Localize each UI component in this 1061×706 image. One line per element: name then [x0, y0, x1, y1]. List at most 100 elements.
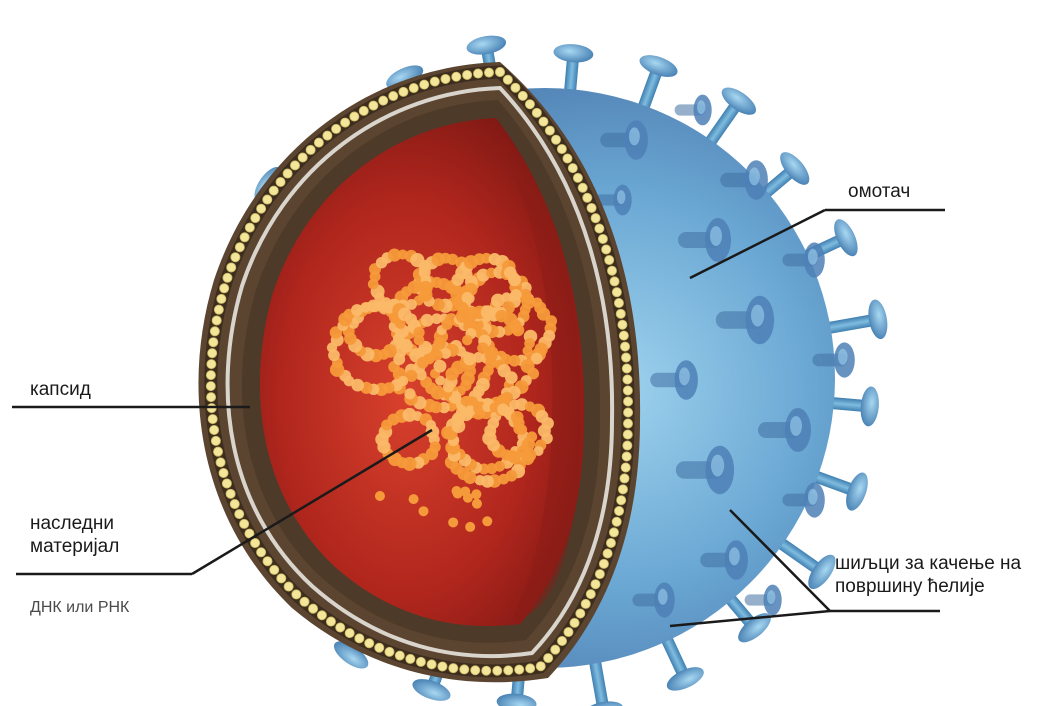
genome-bead	[526, 431, 537, 442]
capsid-bead	[616, 309, 625, 318]
capsid-bead	[209, 338, 218, 347]
label-nucleic-acid: ДНК или РНК	[30, 596, 129, 619]
capsid-bead	[583, 193, 592, 202]
capsid-bead	[570, 618, 579, 627]
capsid-bead	[619, 331, 628, 340]
capsid-bead	[359, 106, 368, 115]
capsid-bead	[365, 639, 374, 648]
capsid-bead	[452, 72, 461, 81]
genome-bead	[375, 491, 385, 501]
capsid-bead	[595, 569, 604, 578]
capsid-bead	[622, 452, 631, 461]
capsid-bead	[341, 118, 350, 127]
capsid-bead	[263, 195, 272, 204]
capsid-bead	[591, 214, 600, 223]
capsid-bead	[399, 87, 408, 96]
capsid-bead	[369, 101, 378, 110]
capsid-bead	[493, 666, 502, 675]
capsid-bead	[226, 489, 235, 498]
capsid-bead	[539, 117, 548, 126]
capsid-bead	[276, 177, 285, 186]
capsid-bead	[484, 68, 493, 77]
capsid-bead	[379, 96, 388, 105]
genome-bead	[417, 357, 429, 369]
capsid-bead	[332, 124, 341, 133]
capsid-bead	[623, 397, 632, 406]
capsid-bead	[389, 91, 398, 100]
capsid-bead	[210, 425, 219, 434]
capsid-bead	[298, 153, 307, 162]
capsid-bead	[240, 519, 249, 528]
capsid-bead	[463, 70, 472, 79]
capsid-bead	[213, 447, 222, 456]
capsid-bead	[623, 430, 632, 439]
capsid-bead	[283, 169, 292, 178]
genome-bead	[409, 494, 419, 504]
capsid-bead	[623, 386, 632, 395]
surface-spike	[745, 585, 782, 616]
genome-bead	[512, 324, 525, 337]
capsid-bead	[251, 213, 260, 222]
capsid-bead	[623, 408, 632, 417]
capsid-bead	[586, 590, 595, 599]
capsid-bead	[214, 305, 223, 314]
capsid-bead	[587, 203, 596, 212]
capsid-bead	[557, 144, 566, 153]
capsid-bead	[263, 557, 272, 566]
capsid-bead	[618, 320, 627, 329]
capsid-bead	[525, 100, 534, 109]
capsid-bead	[211, 436, 220, 445]
capsid-bead	[355, 634, 364, 643]
capsid-bead	[326, 617, 335, 626]
capsid-bead	[460, 665, 469, 674]
capsid-bead	[207, 360, 216, 369]
genome-bead	[505, 371, 518, 384]
capsid-bead	[573, 173, 582, 182]
capsid-bead	[564, 627, 573, 636]
capsid-bead	[563, 154, 572, 163]
label-spikes-line-2: површину ћелије	[835, 575, 1021, 598]
capsid-bead	[427, 660, 436, 669]
label-spikes: шиљци за качење на површину ћелије	[835, 552, 1021, 598]
capsid-bead	[206, 393, 215, 402]
genome-bead	[517, 424, 527, 434]
capsid-bead	[257, 548, 266, 557]
capsid-bead	[482, 666, 491, 675]
capsid-bead	[511, 83, 520, 92]
capsid-bead	[607, 266, 616, 275]
genome-bead	[522, 346, 532, 356]
genome-bead	[546, 315, 557, 326]
genome-bead	[460, 486, 470, 496]
capsid-bead	[284, 582, 293, 591]
genome-bead	[542, 417, 554, 429]
genome-bead	[443, 382, 454, 393]
capsid-bead	[612, 517, 621, 526]
capsid-bead	[245, 223, 254, 232]
capsid-bead	[603, 549, 612, 558]
capsid-bead	[545, 126, 554, 135]
capsid-bead	[557, 636, 566, 645]
capsid-bead	[323, 131, 332, 140]
label-envelope: омотач	[848, 180, 910, 203]
capsid-bead	[222, 479, 231, 488]
capsid-bead	[599, 559, 608, 568]
capsid-bead	[526, 664, 535, 673]
surface-spike	[675, 95, 712, 126]
capsid-bead	[620, 342, 629, 351]
capsid-bead	[223, 273, 232, 282]
capsid-bead	[219, 468, 228, 477]
genome-bead	[419, 506, 429, 516]
capsid-bead	[581, 599, 590, 608]
capsid-bead	[230, 499, 239, 508]
capsid-bead	[576, 609, 585, 618]
capsid-bead	[420, 80, 429, 89]
capsid-bead	[620, 474, 629, 483]
capsid-bead	[350, 112, 359, 121]
capsid-bead	[270, 565, 279, 574]
capsid-bead	[240, 233, 249, 242]
capsid-bead	[317, 611, 326, 620]
capsid-bead	[441, 74, 450, 83]
label-genetic-line-2: материјал	[30, 535, 119, 558]
capsid-bead	[269, 186, 278, 195]
capsid-bead	[618, 485, 627, 494]
